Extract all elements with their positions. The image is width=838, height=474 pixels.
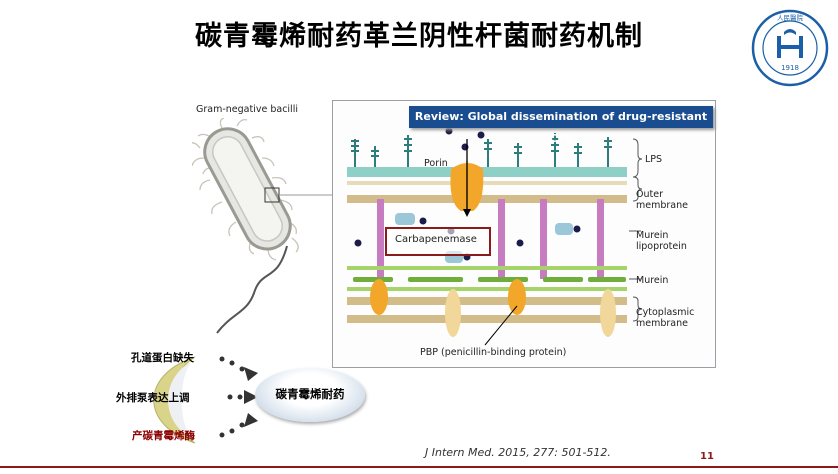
lps-chain (351, 139, 359, 167)
lps-chain (574, 143, 582, 167)
lps-chain (551, 133, 559, 167)
pbp-label: PBP (penicillin-binding protein) (420, 347, 567, 358)
bacterium-illustration (192, 118, 334, 334)
result-label: 碳青霉烯耐药 (275, 387, 345, 401)
result-ellipse (255, 368, 365, 422)
outer-membrane-beads (347, 181, 627, 203)
mechanism-porin-loss: 孔道蛋白缺失 (131, 352, 194, 364)
mechanism-efflux-pump: 外排泵表达上调 (116, 392, 190, 404)
lps-chain (604, 137, 612, 167)
footer-line (0, 466, 838, 468)
lps-chain (404, 135, 412, 167)
citation: J Intern Med. 2015, 277: 501-512. (425, 446, 611, 459)
lps-chain (371, 146, 379, 167)
outer-membrane-label-1: Outer (636, 189, 663, 200)
hospital-logo: 1918 人民醫院 (751, 9, 829, 87)
lps-chain (514, 143, 522, 167)
review-banner: Review: Global dissemination of drug-res… (409, 106, 713, 145)
outer-membrane-label-2: membrane (636, 200, 688, 211)
lps-label: LPS (645, 154, 663, 165)
mechanism-arrows (153, 356, 258, 444)
murein-label: Murein (636, 275, 669, 286)
carbapenemase-label: Carbapenemase (395, 234, 477, 245)
slide-title: 碳青霉烯耐药革兰阴性杆菌耐药机制 (195, 21, 643, 52)
cytoplasmic-membrane-label-2: membrane (636, 318, 688, 329)
porin-label: Porin (424, 158, 448, 169)
murein-lipoprotein-label-2: lipoprotein (636, 241, 687, 252)
murein-lipoprotein-label-1: Murein (636, 230, 669, 241)
logo-year: 1918 (781, 64, 799, 72)
membrane-diagram (347, 127, 643, 346)
logo-top-text: 人民醫院 (777, 13, 804, 22)
lps-chain (484, 139, 492, 167)
mechanism-carbapenemase: 产碳青霉烯酶 (132, 430, 195, 442)
cytoplasmic-membrane-label-1: Cytoplasmic (636, 307, 695, 318)
bacilli-label: Gram-negative bacilli (196, 104, 298, 115)
page-number: 11 (700, 451, 714, 462)
carbapenemase-highlight-box (385, 227, 491, 256)
